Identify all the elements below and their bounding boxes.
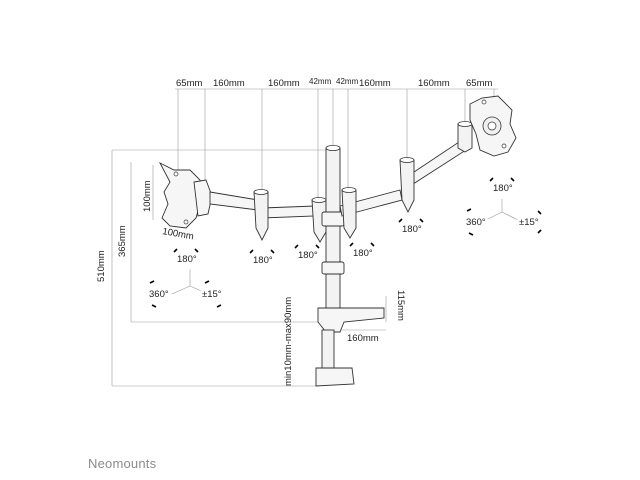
dim-label-4: 42mm: [309, 77, 332, 86]
right-rotate-bubble: 360°: [462, 208, 488, 236]
clamp-height-label: 115mm: [395, 290, 406, 321]
brand-logo: Neomounts: [88, 456, 157, 471]
left-arm: [209, 189, 327, 243]
plate-height-label: 100mm: [142, 180, 153, 212]
left-tilt-label: 180°: [177, 254, 197, 265]
joint-a-label: 180°: [253, 255, 273, 266]
left-swivel-label: ±15°: [202, 289, 222, 300]
dim-label-7: 160mm: [418, 78, 450, 89]
arm-height-label: 365mm: [117, 225, 128, 257]
right-tilt-label: 180°: [493, 183, 513, 194]
joint-a-bubble: 180°: [249, 247, 275, 271]
vertical-dimension-lines: [111, 149, 330, 387]
joint-b-label: 180°: [298, 250, 318, 261]
clamp-depth-label: 160mm: [347, 333, 379, 344]
right-swivel-bubble: ±15°: [517, 209, 543, 235]
clamp-range-label: min10mm-max90mm: [283, 297, 294, 386]
total-height-label: 510mm: [96, 250, 107, 282]
joint-c-label: 180°: [353, 248, 373, 259]
dim-label-5: 42mm: [336, 77, 359, 86]
dim-label-3: 160mm: [268, 78, 300, 89]
central-pole: [321, 144, 345, 321]
joint-c-bubble: 180°: [349, 240, 375, 264]
dim-label-2: 160mm: [213, 78, 245, 89]
right-rotation-group: 180° 360° ±15°: [462, 175, 543, 236]
left-vesa-plate: [158, 161, 213, 229]
left-rotation-group: 180° 360° ±15°: [145, 246, 226, 308]
right-tilt-bubble: 180°: [489, 175, 515, 199]
dim-label-8: 65mm: [466, 78, 492, 89]
top-dimension-lines: [175, 88, 498, 200]
right-rotate-label: 360°: [466, 217, 486, 228]
left-rotate-bubble: 360°: [145, 280, 171, 308]
top-dimension-labels: 65mm 160mm 160mm 42mm 42mm 160mm 160mm 6…: [176, 77, 492, 89]
left-tilt-bubble: 180°: [173, 246, 199, 270]
left-rotate-label: 360°: [149, 289, 169, 300]
plate-width-label: 100mm: [161, 226, 194, 242]
dim-label-6: 160mm: [359, 78, 391, 89]
left-swivel-bubble: ±15°: [200, 280, 226, 308]
joint-d-label: 180°: [402, 224, 422, 235]
desk-clamp: [315, 296, 387, 387]
right-arm: [339, 121, 473, 239]
joint-b-bubble: 180°: [294, 242, 320, 266]
dim-label-1: 65mm: [176, 78, 202, 89]
right-vesa-plate: [469, 95, 517, 157]
right-swivel-label: ±15°: [519, 217, 539, 228]
joint-d-bubble: 180°: [398, 216, 424, 240]
